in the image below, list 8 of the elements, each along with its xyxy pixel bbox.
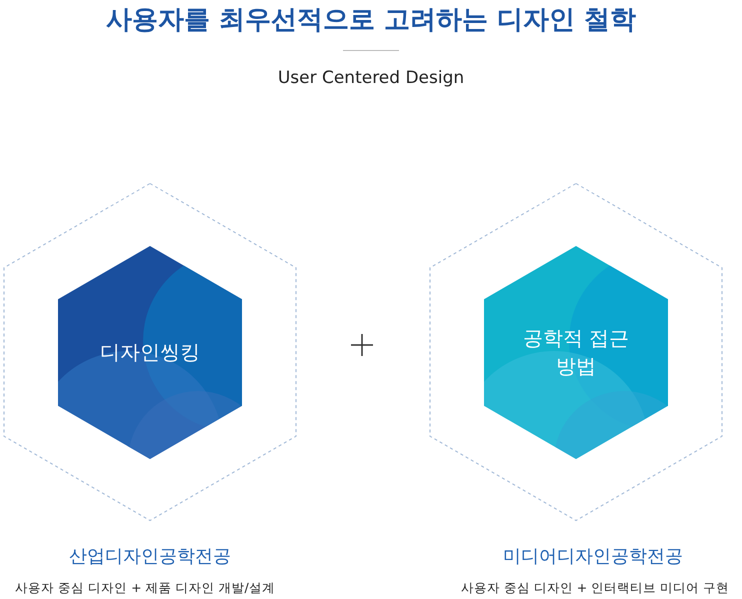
title: 사용자를 최우선적으로 고려하는 디자인 철학 — [104, 4, 638, 37]
major-description: 사용자 중심 디자인 + 인터랙티브 미디어 구현 — [460, 580, 730, 597]
hexagon-label: 디자인씽킹 — [99, 339, 201, 366]
major-description: 사용자 중심 디자인 + 제품 디자인 개발/설계 — [14, 580, 276, 597]
subtitle: User Centered Design — [276, 68, 466, 88]
hexagon-label: 공학적 접근 방법 — [522, 325, 630, 380]
major-heading: 미디어디자인공학전공 — [502, 545, 684, 568]
major-heading: 산업디자인공학전공 — [68, 545, 232, 568]
